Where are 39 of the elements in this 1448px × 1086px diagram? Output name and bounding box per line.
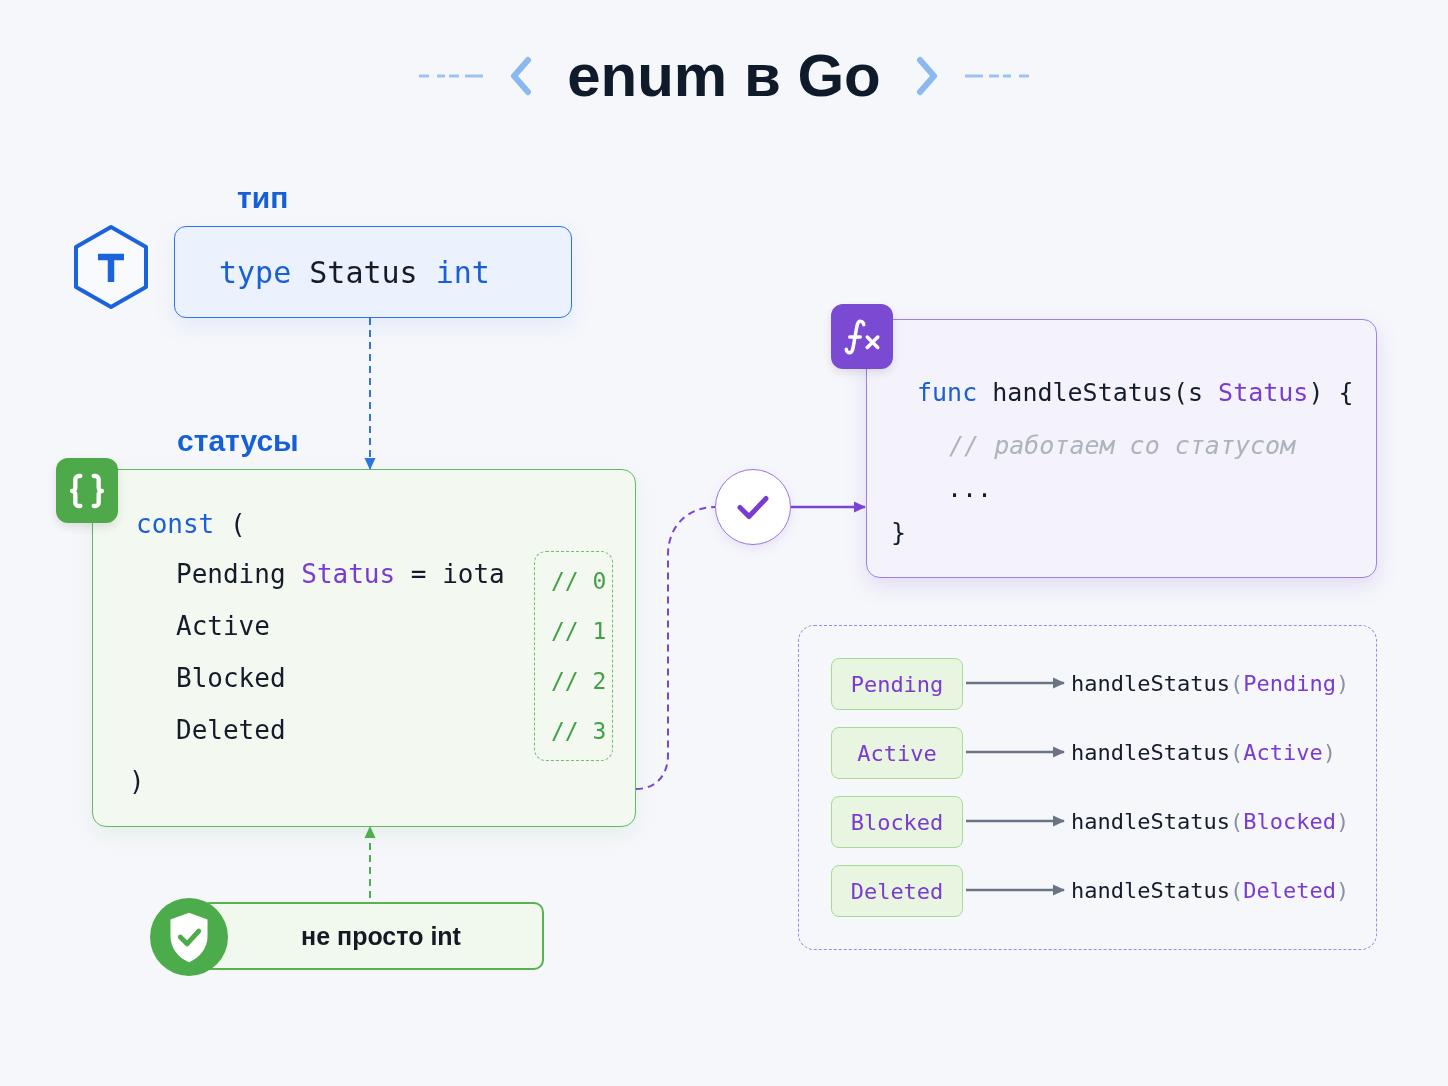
dashed-connector-line: [635, 506, 716, 790]
code-line: type Status int: [219, 254, 490, 292]
section-heading: тип: [237, 180, 289, 216]
code-line: Deleted: [176, 714, 286, 747]
dashed-arrow: [364, 317, 376, 470]
code-comment: // 1: [551, 617, 607, 646]
function-call-text: handleStatus(Active): [1071, 737, 1336, 769]
title: enum в Go: [567, 44, 881, 108]
arrow: [791, 501, 866, 513]
status-tag: Deleted: [831, 865, 963, 917]
section-heading: статусы: [177, 423, 299, 459]
code-line: }: [891, 517, 907, 549]
code-box: [866, 319, 1377, 578]
comment-frame: [534, 551, 613, 761]
function-call-text: handleStatus(Pending): [1071, 668, 1350, 700]
code-line: func handleStatus(s Status) {: [917, 377, 1354, 409]
note-text: не просто int: [301, 921, 461, 952]
dashed-group-frame: [798, 625, 1377, 950]
code-comment: // 3: [551, 717, 607, 746]
function-call-text: handleStatus(Deleted): [1071, 875, 1350, 907]
code-line: ): [129, 765, 145, 798]
code-comment: // 0: [551, 567, 607, 596]
code-comment: // работаем со статусом: [949, 430, 1296, 462]
arrow: [966, 884, 1065, 896]
code-line: const (: [136, 508, 246, 541]
code-line: ...: [947, 473, 993, 505]
arrow: [966, 746, 1065, 758]
function-call-text: handleStatus(Blocked): [1071, 806, 1350, 838]
arrow: [966, 815, 1065, 827]
status-tag: Pending: [831, 658, 963, 710]
code-line: Active: [176, 610, 270, 643]
arrow: [966, 677, 1065, 689]
dashed-arrow: [364, 826, 376, 899]
code-line: Pending Status = iota: [176, 558, 505, 591]
note-box: [150, 898, 544, 976]
code-line: Blocked: [176, 662, 286, 695]
status-tag: Blocked: [831, 796, 963, 848]
code-comment: // 2: [551, 667, 607, 696]
status-tag: Active: [831, 727, 963, 779]
